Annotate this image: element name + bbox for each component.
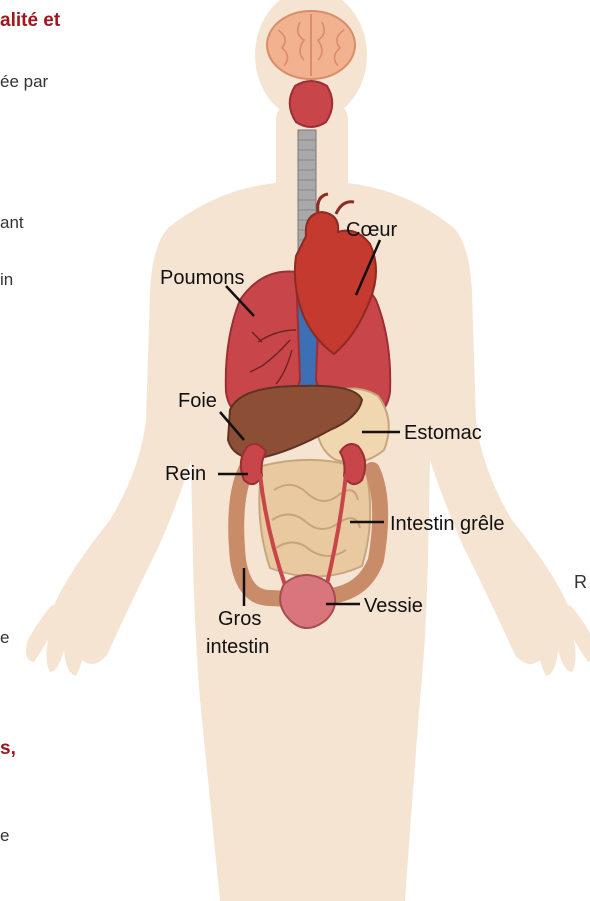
label-gros-intestin-1: Gros: [218, 608, 261, 630]
label-poumons: Poumons: [160, 267, 245, 289]
label-intestin-grele: Intestin grêle: [390, 513, 505, 535]
brainstem: [290, 81, 333, 127]
label-rein: Rein: [165, 463, 206, 485]
brain: [267, 11, 355, 79]
label-foie: Foie: [178, 390, 217, 412]
label-coeur: Cœur: [346, 219, 397, 241]
label-estomac: Estomac: [404, 422, 482, 444]
label-vessie: Vessie: [364, 595, 423, 617]
label-gros-intestin-2: intestin: [206, 636, 269, 658]
